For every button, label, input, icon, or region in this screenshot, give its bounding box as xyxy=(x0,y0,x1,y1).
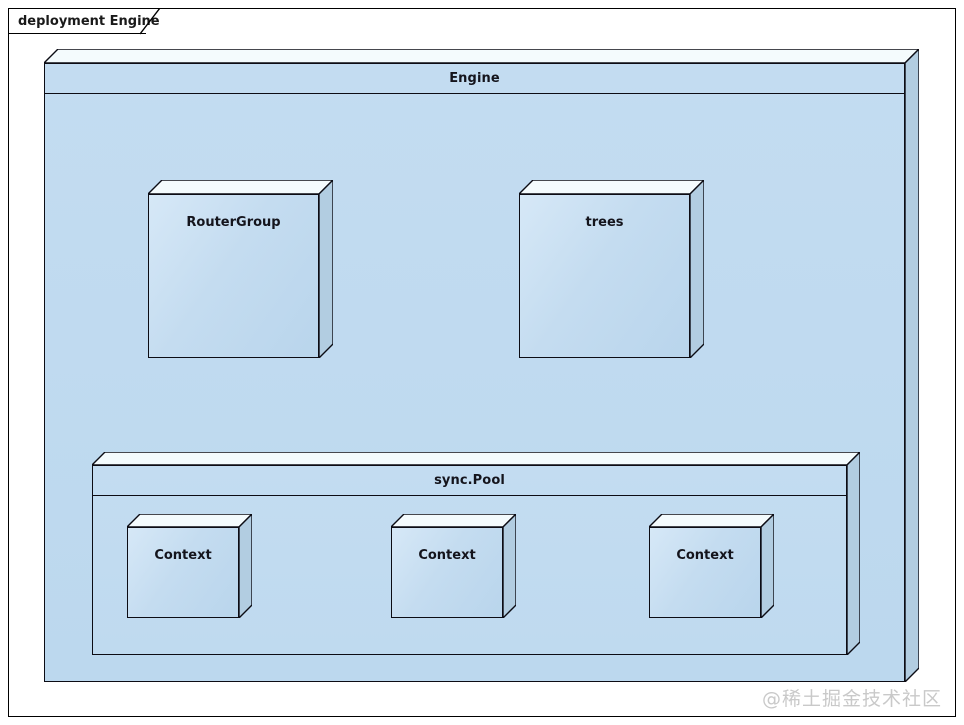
component-routergroup[interactable]: RouterGroup xyxy=(148,180,333,358)
node-syncpool-header: sync.Pool xyxy=(93,466,846,496)
component-context-2[interactable]: Context xyxy=(391,514,516,618)
component-context-2-label: Context xyxy=(418,548,476,563)
component-context-3[interactable]: Context xyxy=(649,514,774,618)
component-trees-label: trees xyxy=(585,215,624,230)
component-context-1-label: Context xyxy=(154,548,212,563)
component-context-1-body: Context xyxy=(127,527,239,618)
node-engine-header: Engine xyxy=(45,64,904,94)
component-context-1[interactable]: Context xyxy=(127,514,252,618)
component-routergroup-label: RouterGroup xyxy=(186,215,281,230)
title-tab-slant-corner xyxy=(140,8,162,35)
component-context-3-label: Context xyxy=(676,548,734,563)
node-engine-label: Engine xyxy=(449,71,500,86)
diagram-title-tab: deployment Engine xyxy=(8,8,168,34)
component-trees[interactable]: trees xyxy=(519,180,704,358)
component-trees-body: trees xyxy=(519,194,690,358)
watermark: @稀土掘金技术社区 xyxy=(761,688,942,710)
component-context-2-body: Context xyxy=(391,527,503,618)
component-context-3-body: Context xyxy=(649,527,761,618)
title-tab-bottom-edge xyxy=(8,33,146,35)
diagram-title-label: deployment Engine xyxy=(18,13,160,29)
component-routergroup-body: RouterGroup xyxy=(148,194,319,358)
node-syncpool-label: sync.Pool xyxy=(434,473,505,488)
